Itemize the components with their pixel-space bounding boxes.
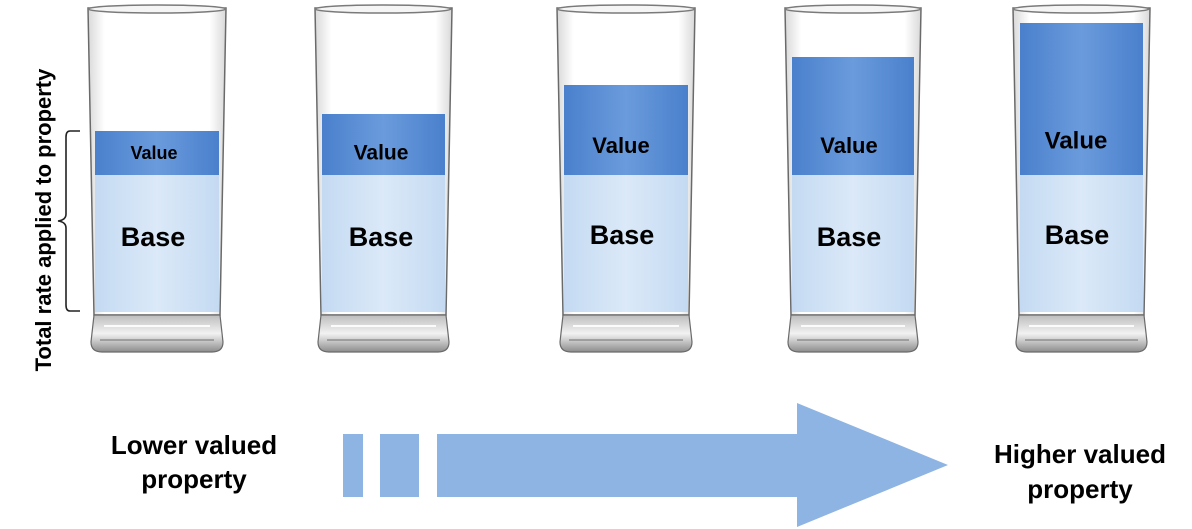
glass-2-value-label: Value	[354, 142, 409, 165]
glass-5-rim	[1012, 4, 1150, 14]
glass-1-base-fill	[95, 175, 219, 312]
glass-4-rim	[784, 4, 922, 14]
glass-1-value-fill	[95, 131, 219, 175]
glass-2-value-fill	[322, 114, 445, 175]
higher-valued-line-2: property	[1027, 474, 1133, 504]
glass-5: Value Base	[1012, 4, 1151, 353]
arrow-tail-bar-2	[380, 434, 419, 497]
glass-4-base-label: Base	[817, 222, 882, 252]
glass-2: Value Base	[314, 4, 453, 353]
glass-3-rim	[556, 4, 696, 14]
glass-3-foot	[559, 314, 693, 353]
arrow-body	[437, 403, 948, 527]
glass-4-base-fill	[792, 175, 914, 312]
progression-arrow	[343, 403, 948, 527]
glass-3-base-fill	[564, 175, 688, 312]
glass-1-rim	[87, 4, 227, 14]
glass-5-base-fill	[1020, 175, 1143, 312]
glass-1-base-label: Base	[121, 222, 186, 252]
glass-2-base-label: Base	[349, 222, 414, 252]
glass-2-rim	[314, 4, 452, 14]
glass-4-foot	[787, 314, 919, 353]
arrow-tail-bar-1	[343, 434, 363, 497]
glass-1-foot	[90, 314, 224, 353]
higher-valued-line-1: Higher valued	[994, 439, 1166, 469]
glass-5-value-fill	[1020, 23, 1143, 175]
y-axis-title-group: Total rate applied to property	[31, 68, 56, 372]
lower-valued-line-2: property	[141, 464, 247, 494]
rate-bracket	[57, 130, 80, 312]
glass-5-value-label: Value	[1045, 127, 1108, 154]
glass-1-value-label: Value	[130, 143, 177, 163]
lower-valued-caption: Lower valued property	[111, 430, 277, 494]
glass-3-value-fill	[564, 85, 688, 175]
glass-2-foot	[317, 314, 450, 353]
lower-valued-line-1: Lower valued	[111, 430, 277, 460]
glass-4: Value Base	[784, 4, 922, 353]
glass-3-value-label: Value	[592, 133, 649, 158]
higher-valued-caption: Higher valued property	[994, 439, 1166, 504]
glass-5-foot	[1015, 314, 1148, 353]
glass-5-base-label: Base	[1045, 220, 1110, 250]
glass-4-value-label: Value	[820, 133, 877, 158]
glass-4-value-fill	[792, 57, 914, 175]
glass-3-base-label: Base	[590, 220, 655, 250]
glass-1: Value Base	[87, 4, 227, 353]
glass-3: Value Base	[556, 4, 696, 353]
glass-2-base-fill	[322, 175, 445, 312]
y-axis-title: Total rate applied to property	[31, 68, 56, 372]
